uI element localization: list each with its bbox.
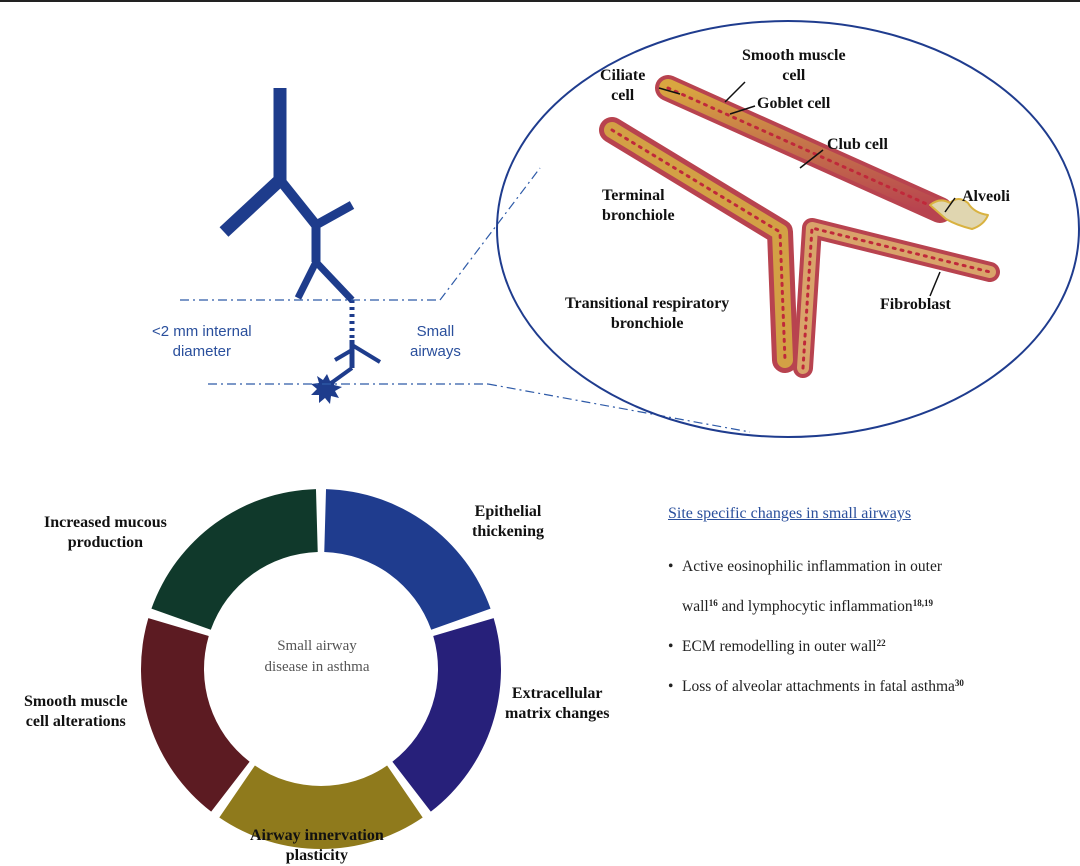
alveolus-icon <box>311 374 342 404</box>
site-change-item-line: •ECM remodelling in outer wall22 <box>668 638 886 655</box>
fibroblast-label: Fibroblast <box>880 296 951 313</box>
alveoli-label: Alveoli <box>962 188 1010 205</box>
club-cell-label: Club cell <box>827 136 888 153</box>
site-changes-list: •Active eosinophilic inflammation in out… <box>668 548 964 705</box>
donut-chart <box>140 489 502 850</box>
ring-segment-extracellular-matrix <box>392 618 502 812</box>
site-changes-title: Site specific changes in small airways <box>668 505 912 522</box>
ring-segment-epithelial-thickening <box>324 489 491 630</box>
bronchiole-illustration <box>599 75 1000 378</box>
goblet-cell-label: Goblet cell <box>757 95 831 112</box>
airway-tree <box>219 88 382 388</box>
site-change-item-line: wall16 and lymphocytic inflammation18,19 <box>682 598 933 615</box>
label-leaders <box>658 81 956 297</box>
ring-segment-airway-innervation <box>219 765 423 850</box>
ring-segment-smooth-muscle <box>140 618 250 812</box>
zoom-guides <box>180 167 751 433</box>
site-change-item-line: •Active eosinophilic inflammation in out… <box>668 558 942 575</box>
zoom-ellipse <box>496 20 1080 438</box>
site-change-item-line: •Loss of alveolar attachments in fatal a… <box>668 678 964 695</box>
ring-segment-mucous-production <box>151 489 318 630</box>
